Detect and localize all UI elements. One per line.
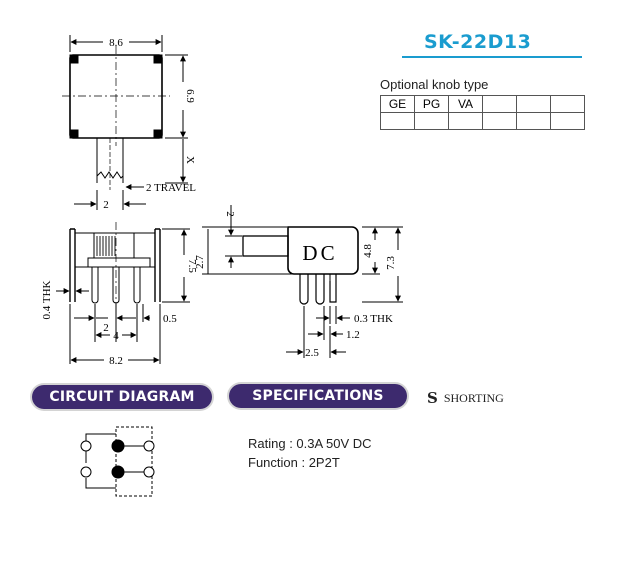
circuit-diagram <box>80 426 155 497</box>
side-body-dim: 4.8 <box>362 244 374 258</box>
side-total-dim: 7.3 <box>385 256 397 270</box>
knob-option <box>516 95 551 113</box>
front-offset-dim: 0.5 <box>163 313 177 325</box>
spec-rating: Rating : 0.3A 50V DC <box>248 436 372 451</box>
front-span-dim: 4 <box>113 330 119 342</box>
knob-cell <box>448 112 483 130</box>
knob-cell <box>550 112 585 130</box>
side-pin-dim: 1.2 <box>346 329 360 341</box>
side-thk-label: 0.3 THK <box>354 313 393 325</box>
top-height-dim: 6.9 <box>184 89 196 103</box>
travel-label: 2 TRAVEL <box>146 182 196 194</box>
knob-cell <box>414 112 449 130</box>
top-x-dim: X <box>184 156 196 164</box>
spec-function: Function : 2P2T <box>248 455 340 470</box>
shorting-indicator: S SHORTING <box>427 389 504 407</box>
model-title: SK-22D13 <box>424 31 532 53</box>
specifications-heading: SPECIFICATIONS <box>229 384 407 408</box>
knob-option <box>550 95 585 113</box>
shorting-icon: S <box>427 389 438 407</box>
table-row: GE PG VA <box>380 95 585 113</box>
knob-option: GE <box>380 95 415 113</box>
knob-cell <box>380 112 415 130</box>
circuit-diagram-heading: CIRCUIT DIAGRAM <box>32 385 212 409</box>
side-marking: DC <box>302 241 337 265</box>
knob-cell <box>516 112 551 130</box>
front-thk-label: 0.4 THK <box>41 280 53 319</box>
shorting-label: SHORTING <box>443 390 504 405</box>
knob-option: VA <box>448 95 483 113</box>
knob-type-table: GE PG VA <box>380 95 585 130</box>
front-view <box>56 222 190 364</box>
knob-cell <box>482 112 517 130</box>
side-pitch-dim: 2.5 <box>305 347 319 359</box>
side-view <box>202 205 403 358</box>
front-pitch-dim: 2 <box>103 322 109 334</box>
side-knob-height-dim: 2.7 <box>194 255 206 269</box>
knob-option: PG <box>414 95 449 113</box>
front-width-dim: 8.2 <box>109 355 123 367</box>
top-width-dim: 8.6 <box>109 37 123 49</box>
table-row <box>380 112 585 130</box>
knob-option <box>482 95 517 113</box>
top-view <box>62 35 188 210</box>
title-underline <box>402 56 582 58</box>
stem-dim: 2 <box>103 199 109 211</box>
side-knob-dim: 2 <box>224 211 236 217</box>
knob-type-caption: Optional knob type <box>380 77 489 92</box>
front-height-dim: 7.5 <box>186 259 198 273</box>
